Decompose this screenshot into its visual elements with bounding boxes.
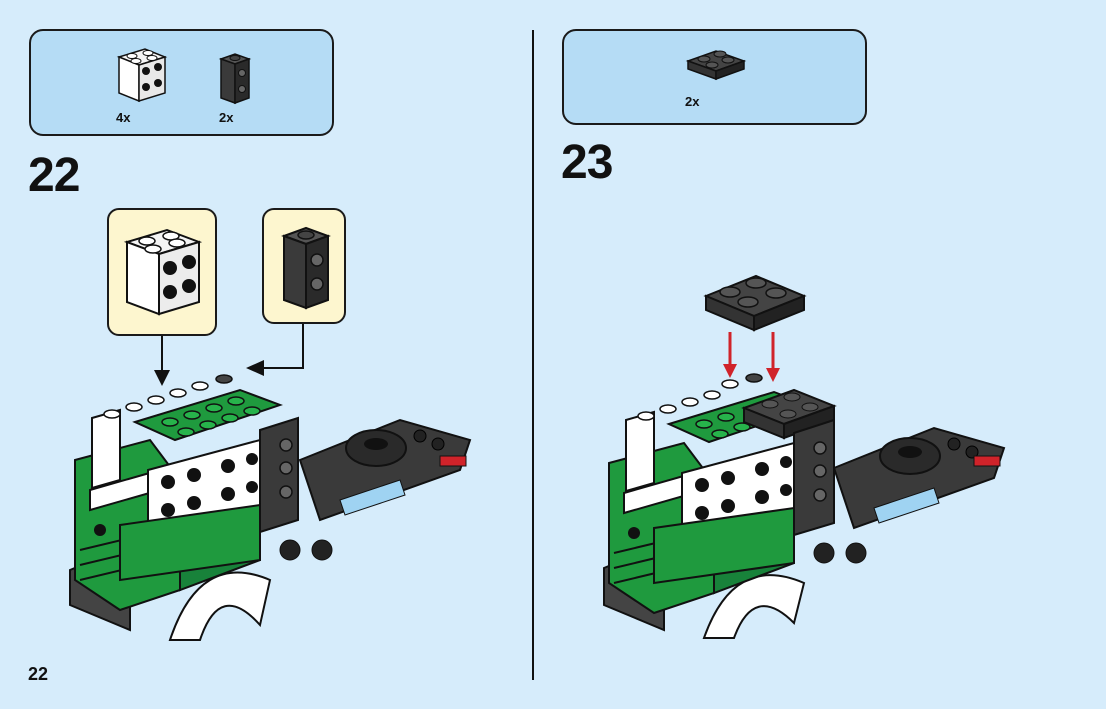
part-quantity: 4x <box>116 110 131 125</box>
step-number-23: 23 <box>561 136 613 189</box>
truck-model-step-22 <box>69 374 472 641</box>
callout-black-brick <box>262 208 346 324</box>
black-1x1-side-stud-brick-icon <box>218 53 252 105</box>
callout-white-brick <box>107 208 217 336</box>
page-number: 22 <box>28 664 49 684</box>
part-quantity: 2x <box>219 110 234 125</box>
truck-model-step-23 <box>603 373 1006 639</box>
black-2x2-plate-icon <box>685 50 747 81</box>
step-number-22: 22 <box>28 149 80 202</box>
black-2x2-plate-icon <box>703 274 807 332</box>
step-divider <box>532 30 534 680</box>
parts-list-step-22: 4x 2x <box>29 29 334 136</box>
white-2x2-side-stud-brick-icon <box>116 48 168 103</box>
white-2x2-side-stud-brick-icon <box>123 228 203 316</box>
part-quantity: 2x <box>685 94 700 109</box>
black-1x1-side-stud-brick-icon <box>281 226 331 310</box>
parts-list-step-23: 2x <box>562 29 867 125</box>
